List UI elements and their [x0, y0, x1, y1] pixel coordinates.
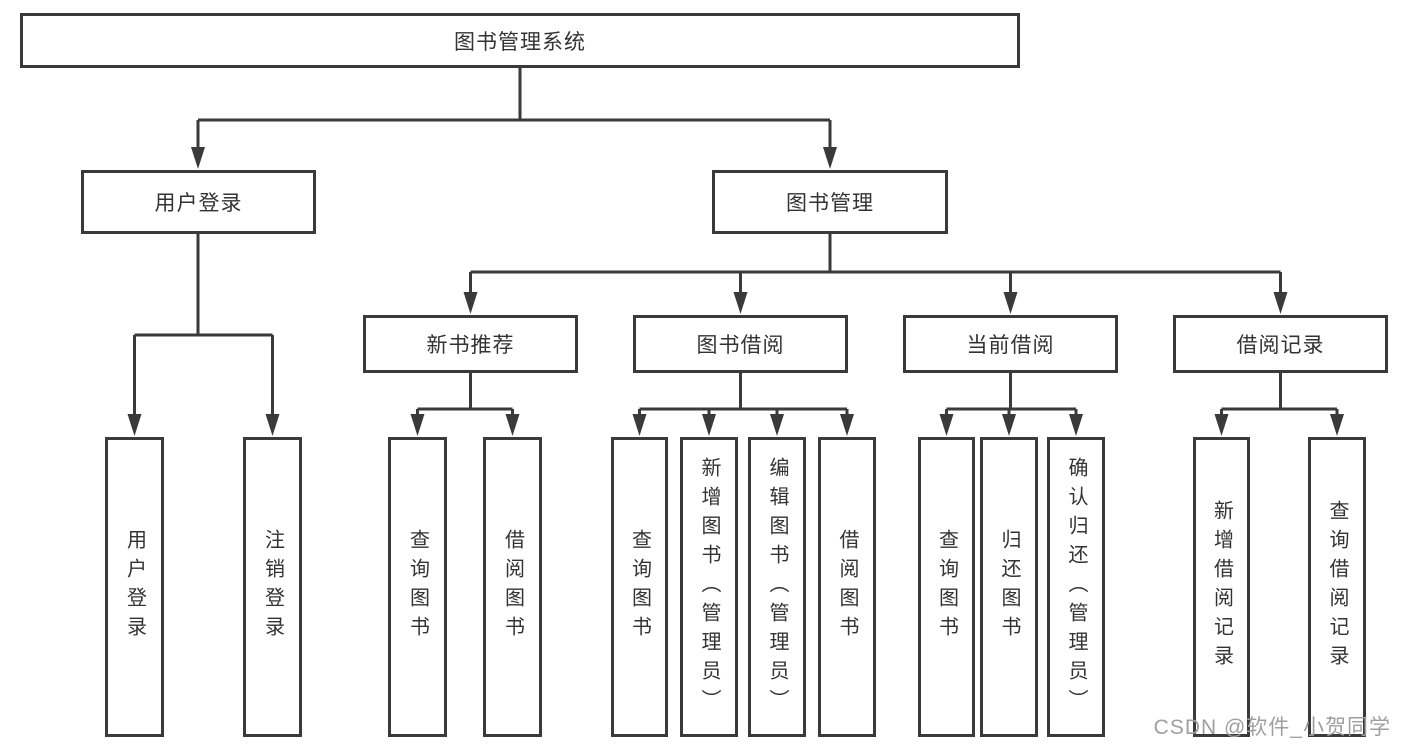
node-borrow-books-leaf: 借阅图书 [818, 437, 876, 737]
node-label: 查询借阅记录 [1326, 500, 1348, 674]
node-logout: 注销登录 [243, 437, 302, 737]
node-borrow-books-recommend: 借阅图书 [483, 437, 542, 737]
node-book-management: 图书管理 [712, 170, 948, 234]
node-book-borrowing: 图书借阅 [633, 315, 848, 373]
node-label: 查询图书 [935, 529, 958, 645]
node-label: 图书管理系统 [454, 30, 586, 54]
node-edit-book-admin: 编辑图书（管理员） [748, 437, 806, 737]
node-label: 借阅图书 [836, 529, 858, 645]
node-user-login: 用户登录 [81, 170, 316, 234]
node-label: 注销登录 [261, 529, 284, 645]
node-query-books-recommend: 查询图书 [388, 437, 447, 737]
node-add-borrow-record: 新增借阅记录 [1193, 437, 1250, 737]
node-new-book-recommend: 新书推荐 [363, 315, 578, 373]
node-label: 借阅图书 [501, 529, 524, 645]
node-add-book-admin: 新增图书（管理员） [680, 437, 738, 737]
node-current-borrowing: 当前借阅 [903, 315, 1118, 373]
node-label: 查询图书 [406, 529, 429, 645]
node-query-borrow-record: 查询借阅记录 [1308, 437, 1366, 737]
csdn-watermark: CSDN @软件_小贺同学 [1153, 716, 1391, 739]
node-label: 图书借阅 [696, 334, 785, 357]
node-label: 编辑图书（管理员） [766, 456, 788, 718]
node-label: 图书管理 [786, 192, 874, 215]
node-library-system: 图书管理系统 [20, 13, 1020, 68]
node-borrowing-records: 借阅记录 [1173, 315, 1388, 373]
node-label: 新增图书（管理员） [698, 456, 720, 718]
node-query-books-current: 查询图书 [918, 437, 975, 737]
node-label: 归还图书 [998, 529, 1020, 645]
node-user-login-leaf: 用户登录 [105, 437, 164, 737]
node-label: 借阅记录 [1236, 334, 1325, 357]
node-label: 用户登录 [123, 529, 146, 645]
node-return-books: 归还图书 [980, 437, 1038, 737]
node-label: 新增借阅记录 [1210, 500, 1233, 674]
node-label: 当前借阅 [966, 334, 1055, 357]
node-label: 用户登录 [154, 192, 243, 215]
node-label: 新书推荐 [426, 334, 515, 357]
node-label: 查询图书 [628, 529, 651, 645]
node-label: 确认归还（管理员） [1065, 456, 1087, 718]
node-confirm-return-admin: 确认归还（管理员） [1047, 437, 1105, 737]
node-query-books-borrowing: 查询图书 [611, 437, 668, 737]
